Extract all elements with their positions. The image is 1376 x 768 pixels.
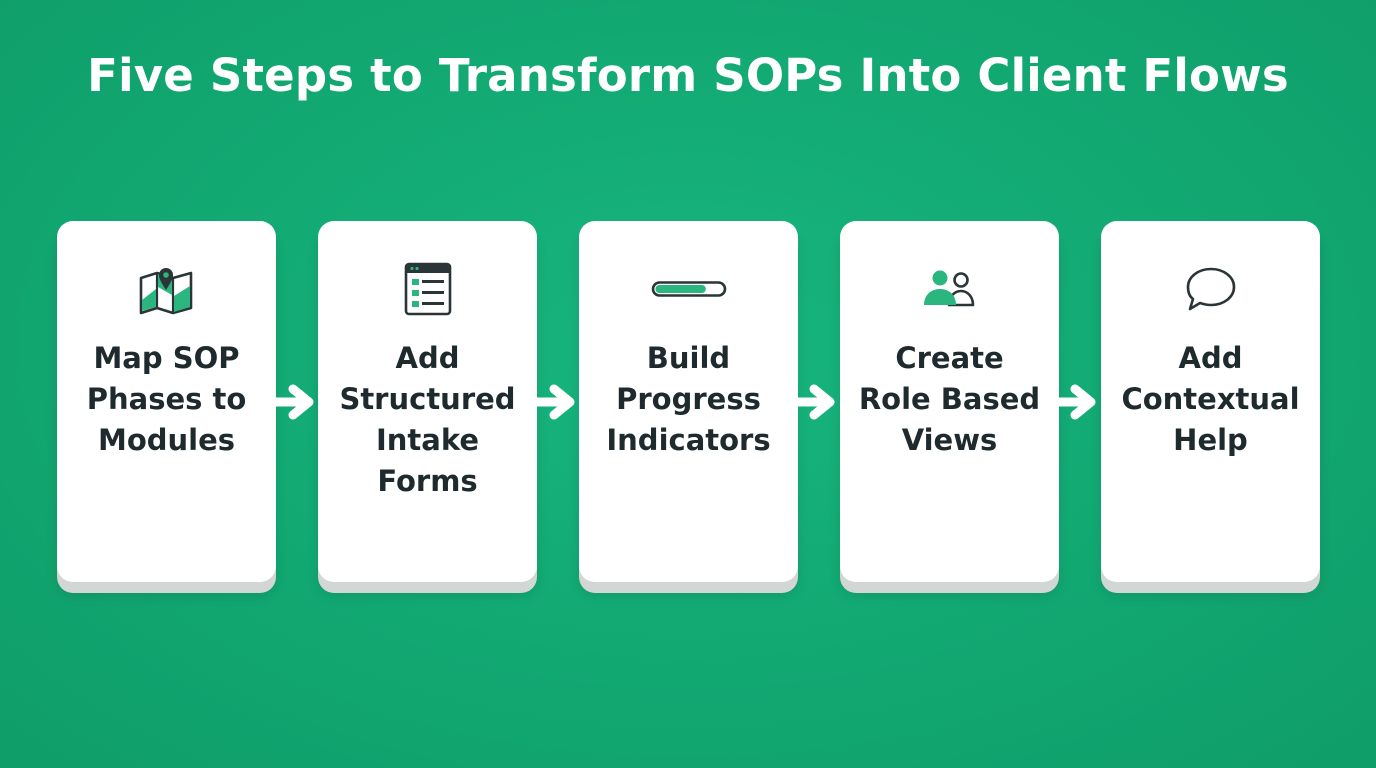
chat-bubble-icon bbox=[1101, 259, 1320, 319]
step-card-1: Map SOP Phases to Modules bbox=[57, 221, 276, 582]
step-card-3: Build Progress Indicators bbox=[579, 221, 798, 582]
arrow-right-icon bbox=[1047, 384, 1096, 420]
map-pin-icon bbox=[57, 259, 276, 319]
step-card-5: Add Contextual Help bbox=[1101, 221, 1320, 582]
arrow-right-icon bbox=[526, 384, 575, 420]
step-label: Create Role Based Views bbox=[858, 341, 1041, 457]
step-card-4: Create Role Based Views bbox=[840, 221, 1059, 582]
step-label: Map SOP Phases to Modules bbox=[86, 341, 247, 457]
step-label: Add Contextual Help bbox=[1121, 341, 1300, 457]
arrow-right-icon bbox=[786, 384, 835, 420]
progress-bar-icon bbox=[579, 259, 798, 319]
arrow-right-icon bbox=[265, 384, 314, 420]
users-icon bbox=[840, 259, 1059, 319]
form-list-icon bbox=[318, 259, 537, 319]
page-title: Five Steps to Transform SOPs Into Client… bbox=[87, 49, 1289, 102]
step-label: Build Progress Indicators bbox=[606, 341, 771, 457]
step-card-2: Add Structured Intake Forms bbox=[318, 221, 537, 582]
step-label: Add Structured Intake Forms bbox=[339, 341, 516, 498]
